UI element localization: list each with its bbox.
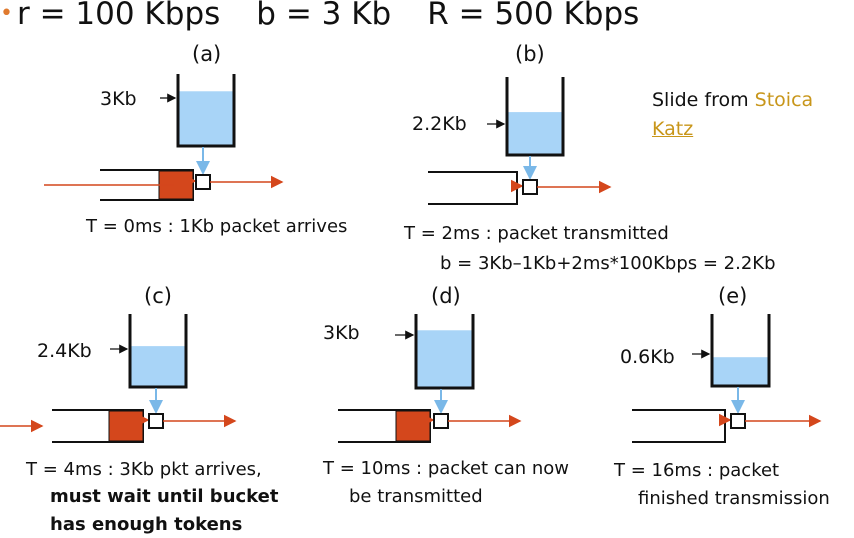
panel-d-level-label: 3Kb [323, 322, 360, 344]
panel-e-label: (e) [718, 284, 748, 308]
bullet: • [0, 1, 13, 26]
credit-line-2: Katz [652, 118, 693, 140]
panel-a-label: (a) [192, 42, 222, 66]
panel-c-packet [108, 410, 144, 442]
panel-c-caption-line2: must wait until bucket [50, 486, 279, 507]
panel-e-queue [632, 409, 726, 443]
panel-a-level-label: 3Kb [100, 88, 137, 110]
panel-e-caption-line1: T = 16ms : packet [614, 460, 780, 481]
credit-link-katz[interactable]: Katz [652, 118, 694, 140]
panel-c-gate [148, 413, 164, 429]
panel-e-caption-line2: finished transmission [638, 488, 830, 509]
panel-b-caption-line1: T = 2ms : packet transmitted [404, 223, 669, 244]
panel-d-token-level [416, 330, 473, 388]
panel-d-label: (d) [431, 284, 461, 308]
panel-d-gate [433, 413, 449, 429]
panel-c-caption-line3: has enough tokens [50, 514, 243, 535]
panel-e-gate [730, 413, 746, 429]
panel-d-packet [395, 410, 431, 442]
panel-a-token-level [178, 91, 234, 146]
panel-b-caption-line2: b = 3Kb–1Kb+2ms*100Kbps = 2.2Kb [440, 253, 776, 274]
panel-c-caption-line1: T = 4ms : 3Kb pkt arrives, [26, 459, 262, 480]
panel-b-queue [428, 171, 518, 205]
panel-c-level-label: 2.4Kb [37, 340, 92, 362]
panel-e-token-level [712, 357, 769, 386]
param-R: R = 500 Kbps [427, 0, 640, 32]
credit-link-stoica[interactable]: Stoica [754, 89, 814, 111]
header-parameters: •r = 100 Kbps b = 3 Kb R = 500 Kbps [0, 0, 639, 32]
panel-e-level-label: 0.6Kb [620, 346, 675, 368]
param-b: b = 3 Kb [256, 0, 392, 32]
credit-prefix: Slide from [652, 89, 755, 111]
panel-d-caption-line2: be transmitted [349, 486, 483, 507]
panel-b-label: (b) [515, 42, 545, 66]
panel-b-level-label: 2.2Kb [412, 113, 467, 135]
panel-a-bucket [176, 74, 236, 148]
panel-c-bucket [128, 314, 188, 389]
panel-a-gate [195, 174, 211, 190]
param-r: r = 100 Kbps [16, 0, 221, 32]
credit-line-1: Slide from Stoica [652, 89, 813, 111]
panel-b-bucket [505, 77, 565, 157]
panel-e-bucket [710, 314, 771, 388]
panel-a-caption: T = 0ms : 1Kb packet arrives [86, 216, 348, 237]
panel-c-label: (c) [144, 284, 172, 308]
panel-b-token-level [507, 112, 563, 155]
panel-d-bucket [414, 314, 475, 390]
panel-d-caption-line1: T = 10ms : packet can now [323, 458, 570, 479]
panel-c-token-level [130, 346, 186, 387]
panel-b-gate [522, 179, 538, 195]
